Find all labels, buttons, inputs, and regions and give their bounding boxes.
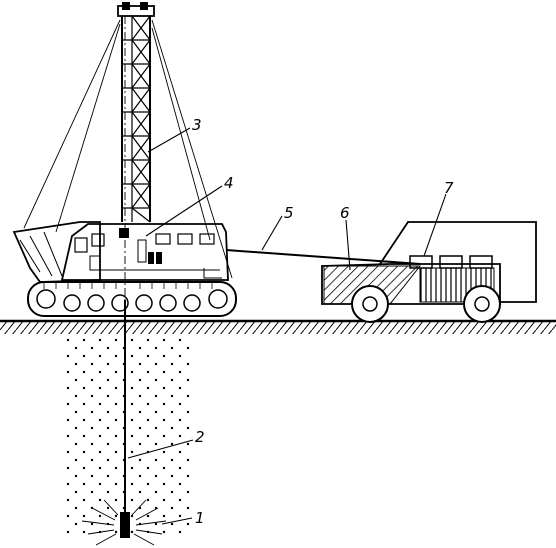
label-4: 4 <box>224 174 234 192</box>
downhole-instrument <box>81 496 167 546</box>
tracked-vehicle <box>12 221 237 317</box>
label-5: 5 <box>284 204 294 222</box>
ground-surface <box>0 319 556 334</box>
label-6: 6 <box>340 204 350 222</box>
subsurface-formation <box>62 338 192 538</box>
recording-truck <box>321 221 537 323</box>
connecting-cable <box>225 249 421 265</box>
label-3: 3 <box>192 116 202 134</box>
label-1: 1 <box>195 509 205 527</box>
label-2: 2 <box>195 428 205 446</box>
leader-lines <box>127 127 447 525</box>
label-7: 7 <box>444 179 454 197</box>
derrick-mast <box>23 2 233 300</box>
